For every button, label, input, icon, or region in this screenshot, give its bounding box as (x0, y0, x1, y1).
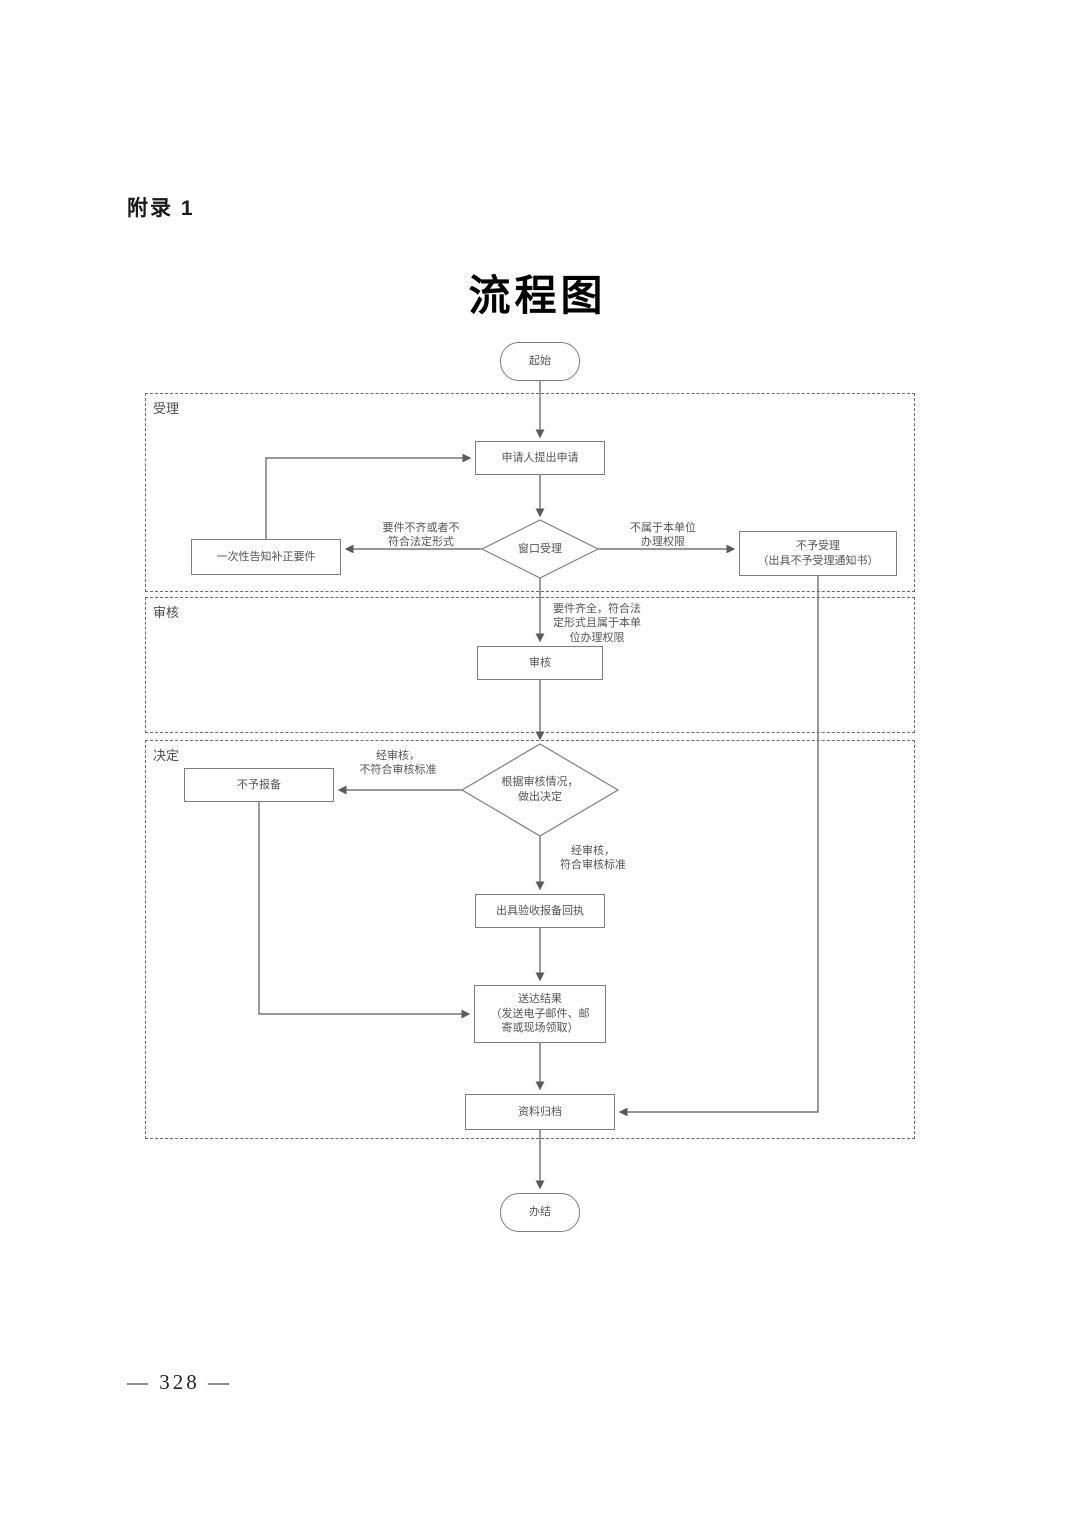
apply-node: 申请人提出申请 (475, 441, 605, 475)
edge-label-pass-review: 经审核， 符合审核标准 (560, 845, 626, 872)
window-accept-node: 窗口受理 (518, 542, 562, 555)
start-node: 起始 (500, 342, 580, 381)
no-filing-node: 不予报备 (184, 768, 334, 802)
decide-node: 根据审核情况， 做出决定 (501, 776, 579, 803)
edge-label-complete: 要件齐全，符合法 定形式且属于本单 位办理权限 (553, 603, 641, 644)
deliver-node: 送达结果 （发送电子邮件、邮 寄或现场领取） (474, 985, 606, 1043)
notify-correct-node: 一次性告知补正要件 (191, 539, 341, 575)
page-number: — 328 — (127, 1370, 232, 1394)
archive-node: 资料归档 (465, 1094, 615, 1130)
lane-acceptance-label: 受理 (153, 401, 180, 416)
lane-acceptance: 受理 (145, 393, 915, 592)
lane-review: 审核 (145, 597, 915, 733)
review-node: 审核 (477, 646, 603, 680)
end-node: 办结 (500, 1193, 580, 1232)
edge-label-incomplete: 要件不齐或者不 符合法定形式 (382, 522, 460, 549)
appendix-label: 附录 1 (127, 197, 195, 220)
page-title: 流程图 (468, 274, 607, 320)
lane-review-label: 审核 (153, 605, 180, 620)
reject-accept-node: 不予受理 （出具不予受理通知书） (739, 531, 897, 576)
lane-decision-label: 决定 (153, 748, 180, 763)
issue-receipt-node: 出具验收报备回执 (475, 894, 605, 928)
edge-label-fail-review: 经审核， 不符合审核标准 (359, 750, 437, 777)
lane-decision: 决定 (145, 740, 915, 1139)
edge-label-not-authority: 不属于本单位 办理权限 (630, 522, 696, 549)
